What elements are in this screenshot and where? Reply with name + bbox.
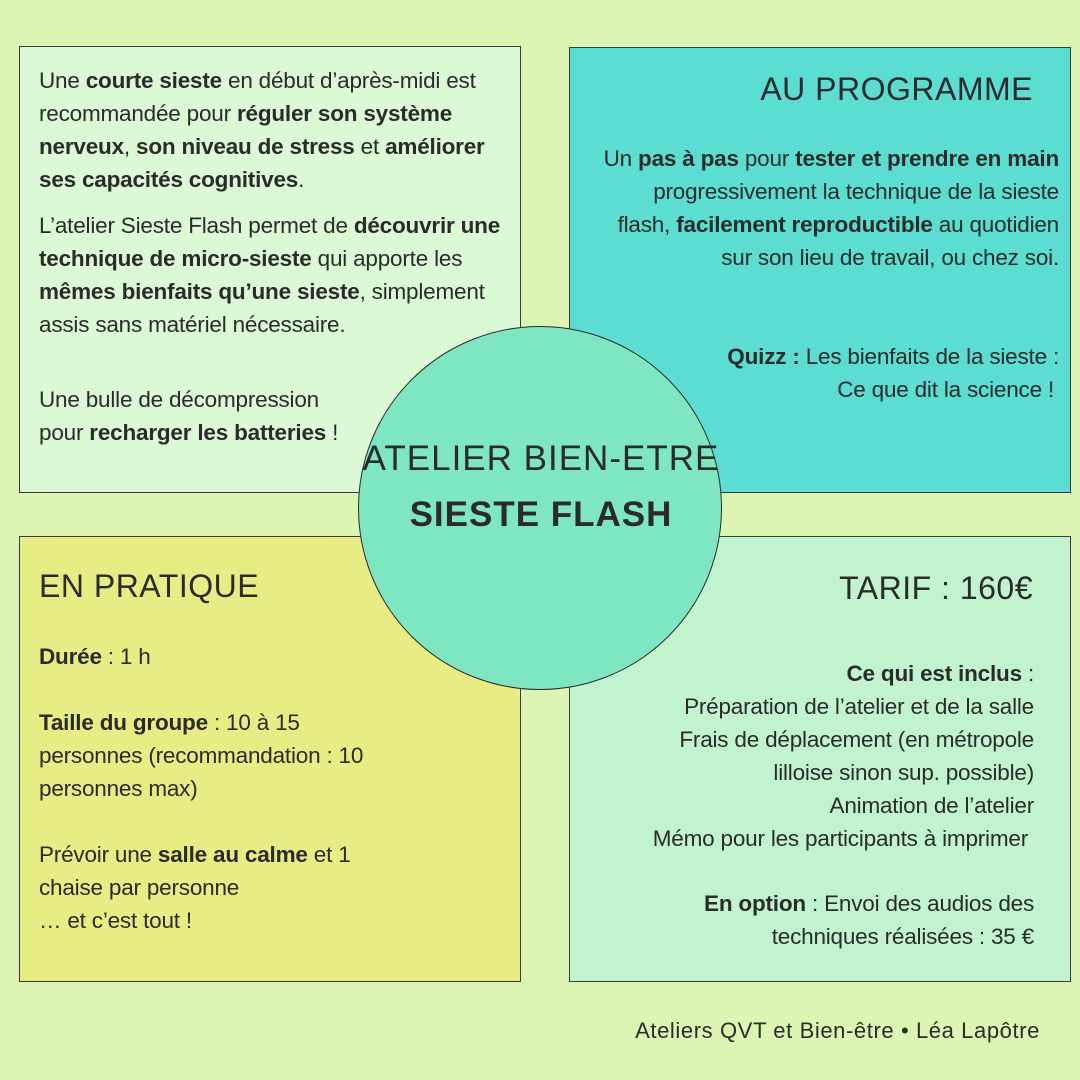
programme-paragraph: Un pas à pas pour tester et prendre en m… bbox=[603, 146, 1060, 270]
taille-paragraph: Taille du groupe : 10 à 15 personnes (re… bbox=[39, 710, 364, 801]
inclus-item: Mémo pour les participants à imprimer bbox=[652, 826, 1028, 851]
inclus-item: lilloise sinon sup. possible) bbox=[773, 760, 1034, 785]
inclus-label-line: Ce qui est inclus : bbox=[846, 661, 1034, 686]
duree-line: Durée : 1 h bbox=[39, 644, 151, 669]
intro-paragraph-3: Une bulle de décompression pour recharge… bbox=[39, 387, 339, 445]
footer-credit: Ateliers QVT et Bien-être • Léa Lapôtre bbox=[635, 1018, 1040, 1043]
tarif-heading: TARIF : 160€ bbox=[839, 570, 1033, 606]
prevoir-paragraph: Prévoir une salle au calme et 1 chaise p… bbox=[39, 842, 351, 900]
intro-paragraph-2: L’atelier Sieste Flash permet de découvr… bbox=[39, 213, 501, 337]
pratique-heading: EN PRATIQUE bbox=[39, 568, 260, 604]
option-paragraph: En option : Envoi des audios des techniq… bbox=[704, 891, 1034, 949]
intro-paragraph-1: Une courte sieste en début d’après-midi … bbox=[39, 68, 485, 192]
programme-heading: AU PROGRAMME bbox=[760, 71, 1033, 107]
inclus-item: Animation de l’atelier bbox=[829, 793, 1035, 818]
circle-title-line-1: ATELIER BIEN-ETRE bbox=[362, 439, 720, 478]
inclus-item: Préparation de l’atelier et de la salle bbox=[684, 694, 1034, 719]
quiz-line-2: Ce que dit la science ! bbox=[837, 377, 1054, 402]
title-circle: ATELIER BIEN-ETRE SIESTE FLASH bbox=[358, 326, 722, 690]
intro-panel: Une courte sieste en début d’après-midi … bbox=[19, 46, 521, 493]
inclus-item: Frais de déplacement (en métropole bbox=[679, 727, 1034, 752]
circle-title-line-2: SIESTE FLASH bbox=[409, 495, 673, 534]
quiz-line-1: Quizz : Les bienfaits de la sieste : bbox=[727, 344, 1059, 369]
end-line: … et c’est tout ! bbox=[39, 908, 192, 933]
